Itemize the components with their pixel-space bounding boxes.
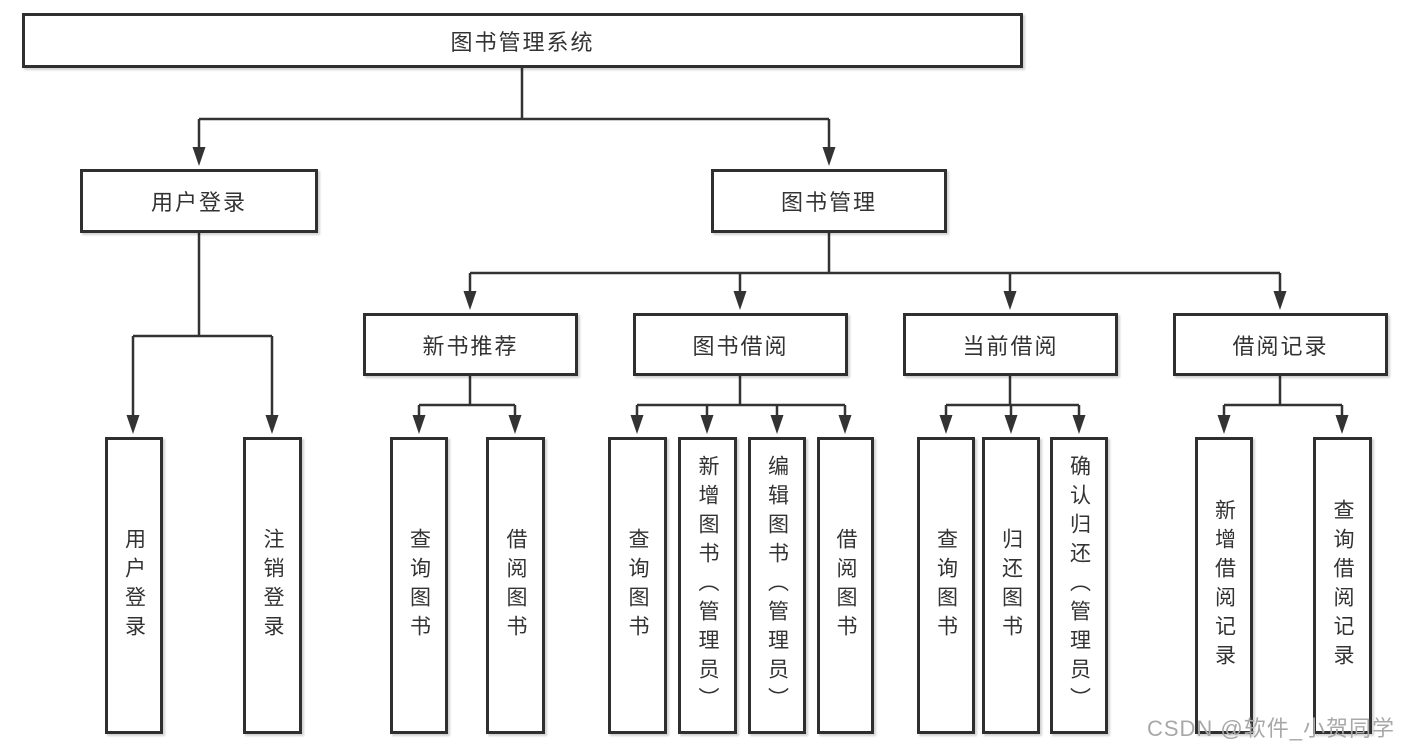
connector-current-borrow-group [944,376,1081,416]
arrowheads-level2 [192,147,836,166]
leaf-confirm-return-admin: 确认归还（管理员） [1050,437,1108,734]
node-label: 新书推荐 [422,333,519,359]
node-book-management: 图书管理 [711,169,947,233]
node-label: 归还图书 [999,527,1023,644]
leaf-query-books-borrowing: 查询图书 [608,437,667,734]
node-label: 注销登录 [261,527,284,644]
leaf-add-books-admin: 新增图书（管理员） [678,437,737,734]
node-label: 当前借阅 [962,333,1059,359]
leaf-add-borrow-record: 新增借阅记录 [1195,437,1253,734]
node-label: 用户登录 [122,527,146,644]
leaf-edit-books-admin: 编辑图书（管理员） [748,437,806,734]
node-label: 图书管理 [780,190,877,215]
leaf-user-login: 用户登录 [105,437,163,734]
node-borrow-records: 借阅记录 [1173,313,1388,376]
node-label: 图书管理系统 [450,29,595,55]
node-label: 借阅记录 [1232,333,1329,359]
node-label: 图书借阅 [692,333,789,359]
leaf-query-books-current: 查询图书 [917,437,975,734]
connector-book-borrow-group [635,376,847,416]
leaf-query-books-recommend: 查询图书 [390,437,448,734]
node-label: 确认归还（管理员） [1067,455,1091,716]
node-label: 用户登录 [150,190,247,215]
arrowheads-level3 [463,291,1287,310]
connector-book-management-to-level3 [468,232,1282,292]
connector-new-book-group [417,376,517,416]
leaf-query-borrow-record: 查询借阅记录 [1313,437,1372,734]
node-label: 借阅图书 [834,527,857,644]
leaf-return-books: 归还图书 [982,437,1040,734]
node-label: 新增借阅记录 [1212,498,1236,673]
node-new-book-recommend: 新书推荐 [363,313,578,376]
node-label: 借阅图书 [504,527,527,644]
node-current-borrowing: 当前借阅 [903,313,1118,376]
arrowheads-user-login-group [126,415,279,434]
node-user-login: 用户登录 [80,169,318,233]
node-label: 新增图书（管理员） [696,455,719,716]
leaf-borrow-books-recommend: 借阅图书 [486,437,545,734]
connector-borrow-records-group [1222,376,1344,416]
connector-user-login-group [131,233,274,416]
node-label: 查询图书 [626,527,649,644]
node-root-system: 图书管理系统 [22,13,1023,68]
node-label: 编辑图书（管理员） [765,455,789,716]
node-label: 查询图书 [934,527,958,644]
connector-root-to-level2 [197,67,831,149]
leaf-borrow-books-borrowing: 借阅图书 [817,437,874,734]
node-book-borrowing: 图书借阅 [633,313,848,376]
leaf-logout-login: 注销登录 [243,437,302,734]
arrowheads-leaf-level [412,415,1349,434]
node-label: 查询图书 [407,527,431,644]
node-label: 查询借阅记录 [1331,498,1354,673]
